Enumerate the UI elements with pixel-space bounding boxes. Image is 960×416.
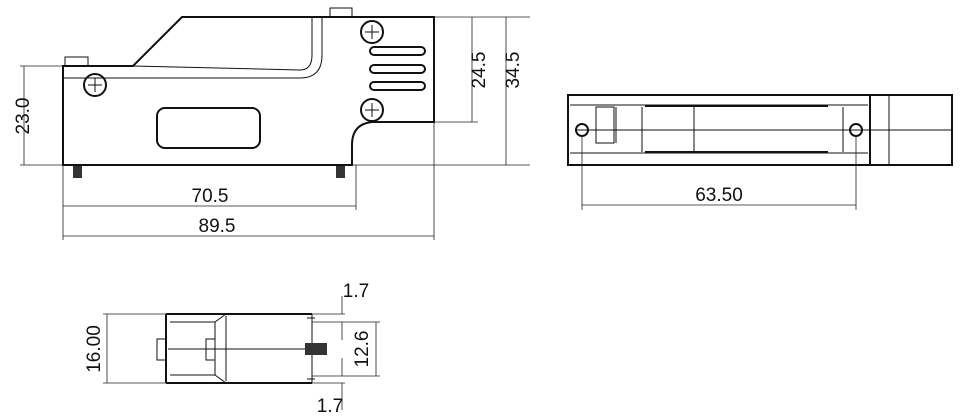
dim-wall-top: 1.7 xyxy=(343,281,369,302)
end-view: 16.00 12.6 1.7 1.7 xyxy=(84,281,380,416)
screw-icon xyxy=(83,73,107,97)
dim-hole-spacing: 63.50 xyxy=(695,185,743,206)
tab xyxy=(329,7,353,17)
label-window xyxy=(156,107,261,149)
dim-inner: 12.6 xyxy=(352,331,373,368)
screw-icon xyxy=(360,20,384,44)
dim-height-top: 24.5 xyxy=(469,52,490,89)
vent-slots xyxy=(369,46,426,91)
side-view: 23.0 24.5 34.5 70.5 89.5 xyxy=(13,7,530,240)
thread-stud xyxy=(305,343,327,355)
dim-length-total: 89.5 xyxy=(199,216,236,237)
dim-height-total: 34.5 xyxy=(503,52,524,89)
top-view: 63.50 xyxy=(567,94,953,210)
dim-length-inner: 70.5 xyxy=(192,186,229,207)
dim-height-body: 23.0 xyxy=(13,98,34,135)
thread-stud xyxy=(73,166,82,178)
dim-wall-bottom: 1.7 xyxy=(317,396,343,416)
thread-stud xyxy=(336,166,345,178)
dim-width-total: 16.00 xyxy=(84,325,105,373)
tab xyxy=(64,56,89,66)
screw-icon xyxy=(360,98,384,122)
